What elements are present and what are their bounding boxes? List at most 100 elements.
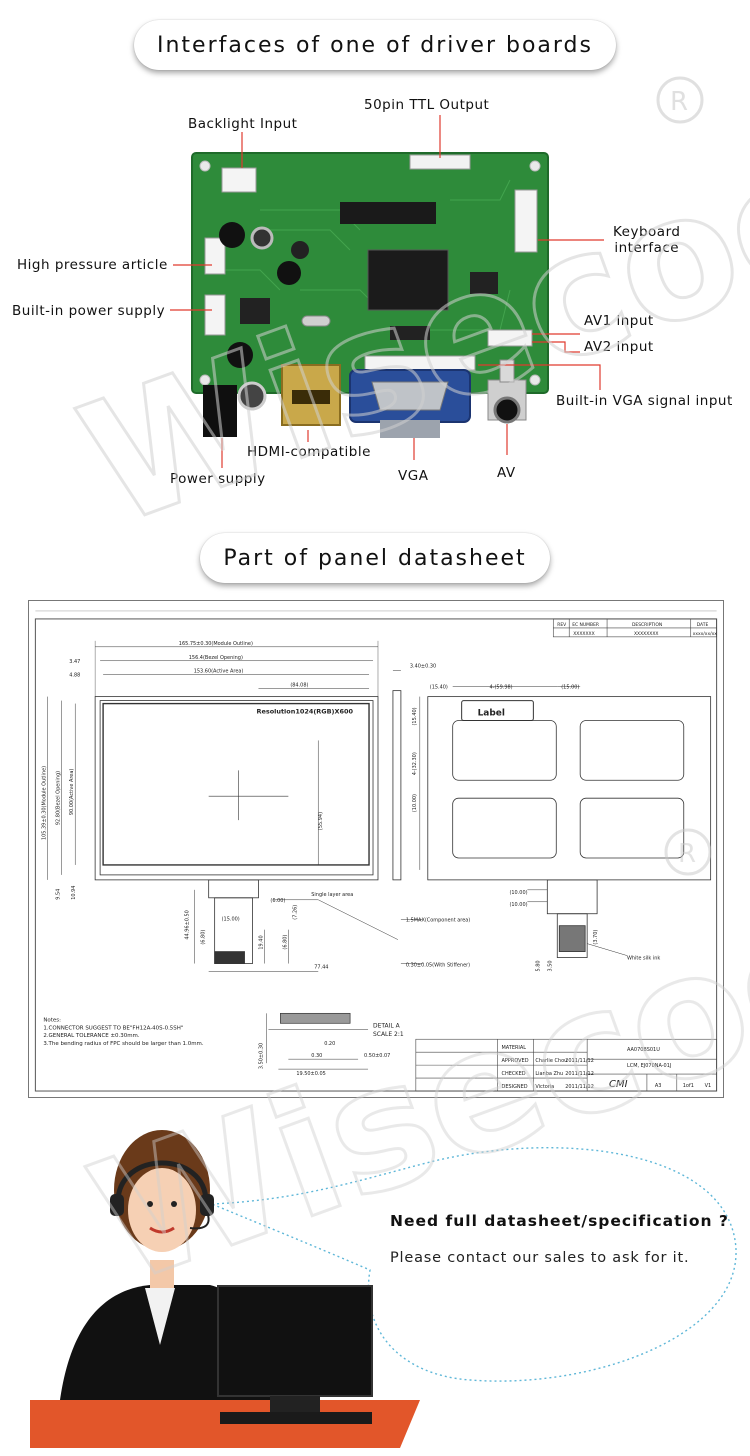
tb-name: LCM, EJ070NA-01J	[627, 1063, 671, 1069]
dim-v-bezel: 92.80(Bezel Opening)	[55, 771, 61, 825]
section-title-interfaces: Interfaces of one of driver boards	[134, 20, 616, 70]
dim-340: 3.40±0.30	[410, 664, 436, 670]
high-pressure-connector	[204, 237, 226, 275]
back-view	[419, 686, 712, 958]
stiffener: 0.30±0.05(With Stiffener)	[406, 963, 470, 969]
contact-subtitle: Please contact our sales to ask for it.	[390, 1250, 690, 1266]
dim-954: 9.54	[55, 889, 61, 900]
label-vga: VGA	[398, 468, 429, 484]
label-av2-input: AV2 input	[584, 339, 654, 355]
tb-cmi: CMI	[609, 1079, 628, 1090]
dim-7744: 77.44	[314, 965, 328, 971]
dim-020: 0.20	[324, 1041, 335, 1047]
tb-part: AA070BS01U	[627, 1047, 660, 1053]
vga-internal-connector	[364, 355, 476, 371]
av-connector	[487, 329, 533, 347]
backlight-connector	[221, 167, 257, 193]
dim-v-active: 90.00(Active Area)	[69, 769, 75, 816]
tb-sheet: 1of1	[683, 1083, 694, 1089]
tb-n1: Charlie Chou	[535, 1058, 567, 1064]
detail-a: DETAIL A	[373, 1022, 401, 1029]
notes-title: Notes:	[43, 1017, 61, 1023]
label-keyboard-line2: interface	[614, 240, 680, 256]
white-ink: White silk ink	[627, 956, 660, 962]
tb-d2: 2011/11/12	[565, 1071, 594, 1077]
front-view	[47, 640, 399, 972]
dim-1540b: (15.40)	[412, 707, 418, 725]
dim-5594: (55.94)	[318, 812, 324, 830]
dim-350b: 3.50±0.30	[258, 1043, 264, 1069]
driver-board-illustration	[170, 115, 604, 468]
side-view	[392, 670, 423, 964]
dim-5998: 4-(59.98)	[490, 685, 513, 691]
tb-designed: DESIGNED	[501, 1084, 527, 1090]
contact-title: Need full datasheet/specification ?	[390, 1212, 729, 1230]
note-3: 3.The bending radius of FPC should be la…	[43, 1041, 204, 1047]
note-2: 2.GENERAL TOLERANCE ±0.30mm.	[43, 1033, 140, 1039]
contact-illustration	[30, 1130, 737, 1448]
dim-580: 5.80	[535, 960, 541, 971]
resolution-text: Resolution1024(RGB)X600	[256, 708, 353, 716]
headset-icon	[115, 1160, 209, 1203]
speech-bubble	[211, 1147, 737, 1382]
dim-active-area: 153.60(Active Area)	[194, 669, 244, 675]
single-layer-area: Single layer area	[311, 892, 353, 898]
tb-x1: XXXXXXX	[573, 631, 594, 637]
dim-6801: (6.80)	[282, 935, 288, 950]
dim-726: (7.26)	[292, 905, 298, 920]
dim-600: (6.00)	[270, 898, 285, 904]
tb-x2: XXXXXXXX	[634, 631, 659, 637]
dim-8408: (84.08)	[290, 683, 308, 689]
section-title-datasheet: Part of panel datasheet	[200, 533, 550, 583]
dim-module-outline: 165.75±0.30(Module Outline)	[179, 641, 253, 647]
dim-1500b: (15.00)	[561, 685, 579, 691]
dim-370: (3.70)	[593, 930, 599, 945]
section-title-text: Part of panel datasheet	[223, 545, 527, 571]
dim-050: 0.50±0.07	[364, 1053, 390, 1059]
tb-date: DATE	[697, 622, 709, 628]
dim-1940: 19.40	[258, 935, 264, 949]
label-builtin-vga-input: Built-in VGA signal input	[556, 393, 733, 409]
hdmi-port	[281, 364, 341, 426]
dim-1950: 19.50±0.05	[296, 1071, 325, 1077]
label-av1-input: AV1 input	[584, 313, 654, 329]
tb-a3: A3	[655, 1083, 662, 1089]
tb-v1: V1	[705, 1083, 712, 1089]
pin-header	[340, 202, 436, 224]
tb-approved: APPROVED	[501, 1058, 528, 1064]
dim-3230: 4-(32.30)	[412, 752, 418, 775]
label-ttl-output: 50pin TTL Output	[364, 97, 490, 113]
power-connector-internal	[204, 294, 226, 336]
dim-1094: 10.94	[71, 886, 77, 900]
dim-v-module: 105.39±0.30(Module Outline)	[41, 766, 47, 840]
scale: SCALE 2:1	[373, 1031, 404, 1038]
tb-rev: REV	[557, 622, 567, 628]
dc-jack	[203, 385, 237, 437]
tb-material: MATERIAL	[501, 1045, 526, 1051]
dim-488: 4.88	[69, 673, 80, 679]
tb-d1: 2011/11/12	[565, 1058, 594, 1064]
tb-ec: EC NUMBER	[572, 622, 599, 628]
dim-bezel-opening: 156.4(Bezel Opening)	[189, 655, 243, 661]
dim-347: 3.47	[69, 659, 80, 665]
label-av: AV	[497, 465, 516, 481]
tb-desc: DESCRIPTION	[632, 622, 662, 628]
detail-a-view	[266, 1012, 369, 1070]
dim-680: (6.80)	[201, 930, 207, 945]
dim-350: 3.50	[547, 960, 553, 971]
tb-d3: 2011/11/12	[565, 1084, 594, 1090]
main-chip	[367, 249, 449, 311]
tb-n3: Victoria	[535, 1084, 554, 1090]
component-area: 1.5MAX(Component area)	[406, 918, 470, 924]
monitor	[217, 1285, 373, 1397]
label-builtin-power-supply: Built-in power supply	[12, 303, 166, 319]
label-high-pressure-article: High pressure article	[17, 257, 168, 273]
tb-checked: CHECKED	[501, 1071, 525, 1077]
panel-datasheet-drawing: REV EC NUMBER DESCRIPTION DATE XXXXXXX X…	[28, 600, 724, 1098]
dim-030: 0.30	[311, 1053, 322, 1059]
keyboard-connector	[514, 189, 538, 253]
label-backlight-input: Backlight Input	[188, 116, 298, 132]
title-block	[415, 1038, 717, 1092]
label-keyboard-interface: Keyboard interface	[613, 224, 680, 256]
dim-1000c: (10.00)	[509, 902, 527, 908]
